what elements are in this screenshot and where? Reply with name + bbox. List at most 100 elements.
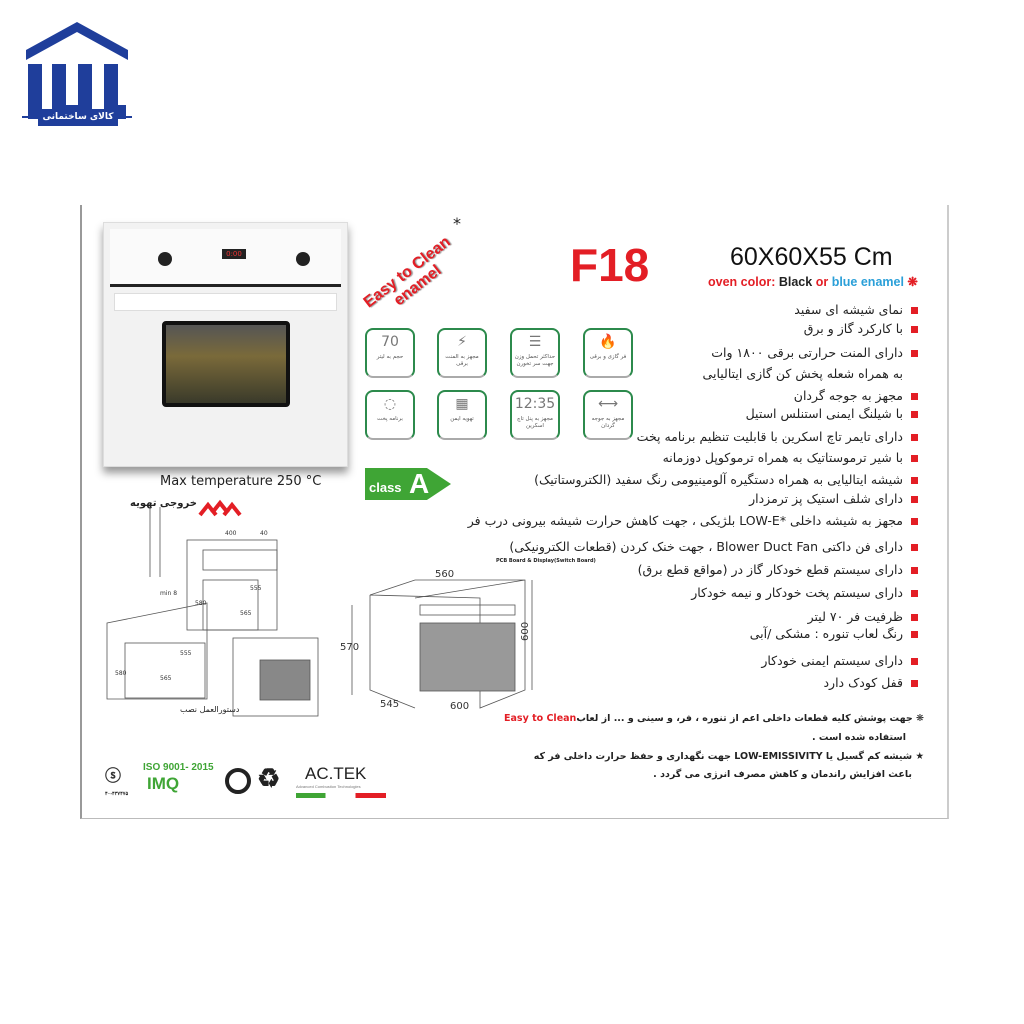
bullet-icon — [911, 496, 918, 503]
feature-bullet: قفل کودک دارد — [823, 675, 918, 691]
feature-bullet: مجهز به شیشه داخلی *LOW-E بلژیکی ، جهت ک… — [468, 513, 918, 529]
dim-label: 565 — [240, 610, 252, 617]
dimension-diagram: 560 570 600 545 600 — [340, 569, 533, 712]
note-low-e: ★ شیشه کم گسیل یا LOW-EMISSIVITY جهت نگه… — [533, 751, 924, 762]
feature-bullet: مجهز به جوجه گردان — [794, 388, 918, 404]
feature-bullet: شیشه ایتالیایی به همراه دستگیره آلومینیو… — [534, 472, 918, 488]
standard-number: ۴۰-۴۳۷۴۷۵ — [105, 791, 129, 797]
feature-label: مجهز به المنت برقی — [445, 354, 479, 367]
feature-label: فر گازی و برقی — [589, 354, 627, 360]
feature-bullet: دارای شلف استیک پز ترمزدار — [749, 491, 918, 507]
dim-label: 400 — [225, 530, 237, 537]
max-temperature: Max temperature 250 °C — [160, 474, 322, 489]
oven-display: 0:00 — [222, 249, 246, 259]
oven-photo: 0:00 — [103, 222, 348, 467]
feature-rotisserie: ⟷ مجهز به جوجه گردان — [583, 390, 633, 440]
feature-bullet: دارای المنت حرارتی برقی ۱۸۰۰ وات — [711, 345, 918, 361]
capacity-icon: 70 — [381, 334, 399, 350]
dim-label: 565 — [160, 675, 172, 682]
touch-panel-icon: 12:35 — [514, 396, 556, 412]
vent-label: خروجی تهویه — [130, 498, 197, 509]
oven-color: oven color: Black or blue enamel ❋ — [708, 275, 918, 289]
bullet-icon — [911, 544, 918, 551]
product-card — [80, 205, 949, 819]
feature-bullet: نمای شیشه ای سفید — [794, 302, 918, 318]
feature-bullet: دارای فن داکتی Blower Duct Fan ، جهت خنک… — [509, 539, 918, 555]
feature-bullet: به همراه شعله پخش کن گازی ایتالیایی — [702, 366, 903, 381]
dim-label: 545 — [380, 699, 399, 710]
gas-electric-icon: 🔥 — [599, 334, 617, 350]
feature-label: برنامه پخت — [377, 416, 403, 422]
feature-bullet: با کارکرد گاز و برق — [804, 321, 918, 337]
feature-capacity: 70 حجم به لیتر — [365, 328, 415, 378]
dim-label: 580 — [195, 600, 207, 607]
feature-cook-program: ◌ برنامه پخت — [365, 390, 415, 440]
feature-label: حداکثر تحمل وزن جهت سر تخورن — [514, 354, 556, 367]
brand-name: AC.TEK — [305, 764, 367, 783]
bullet-icon — [911, 614, 918, 621]
install-instructions-label: دستورالعمل نصب — [180, 705, 240, 714]
bullet-icon — [911, 434, 918, 441]
note-easy-clean-cont: استفاده شده است . — [812, 732, 906, 743]
dim-label: 560 — [435, 569, 454, 580]
feature-electric-element: ⚡ مجهز به المنت برقی — [437, 328, 487, 378]
electric-element-icon: ⚡ — [457, 334, 467, 350]
bullet-icon — [911, 590, 918, 597]
bullet-icon — [911, 350, 918, 357]
note-low-e-cont: باعث افزایش راندمان و کاهش مصرف انرژی می… — [653, 769, 912, 780]
feature-bullet: دارای سیستم پخت خودکار و نیمه خودکار — [691, 585, 918, 601]
bullet-icon — [911, 411, 918, 418]
model-number: F18 — [570, 239, 650, 291]
certifications: ⓢ ۴۰-۴۳۷۴۷۵ ISO 9001- 2015 IMQ ♻ AC.TEK … — [105, 762, 395, 802]
feature-safe-ventilation: ▦ تهویه ایمن — [437, 390, 487, 440]
dim-label: 580 — [115, 670, 127, 677]
installation-diagram: 400 40 555 580 565 min 8 555 580 565 — [106, 499, 319, 717]
note-easy-clean: ❋ جهت پوشش کلیه قطعات داخلی اعم از تنوره… — [504, 713, 924, 724]
rotisserie-icon: ⟷ — [597, 396, 619, 412]
dim-label: 555 — [250, 585, 262, 592]
feature-gas-electric: 🔥 فر گازی و برقی — [583, 328, 633, 378]
standard-mark-icon: ⓢ — [105, 768, 122, 785]
bullet-icon — [911, 455, 918, 462]
feature-bullet: دارای سیستم ایمنی خودکار — [761, 653, 918, 669]
feature-label: مجهز به جوجه گردان — [591, 416, 625, 429]
recycle-icon: ♻ — [257, 763, 281, 793]
bullet-icon — [911, 680, 918, 687]
iso-label: ISO 9001- 2015 — [143, 762, 214, 773]
feature-touch-panel: 12:35 مجهز به پنل تاچ اسکرین — [510, 390, 560, 440]
italy-flag-bar — [296, 793, 386, 798]
feature-weight: ☰ حداکثر تحمل وزن جهت سر تخورن — [510, 328, 560, 378]
feature-bullet: دارای تایمر تاچ اسکرین با قابلیت تنظیم ب… — [637, 429, 918, 445]
bullet-icon — [911, 631, 918, 638]
bullet-icon — [911, 658, 918, 665]
cook-program-icon: ◌ — [383, 396, 397, 412]
dim-label: min 8 — [160, 590, 177, 597]
logo-text: کالای ساختمانی — [38, 109, 118, 126]
bullet-icon — [911, 326, 918, 333]
imq-label: IMQ — [147, 774, 180, 793]
dim-label: 40 — [260, 530, 268, 537]
pcb-note: PCB Board & Display(Switch Board) — [496, 558, 596, 564]
brand-tagline: Advanced Combustion Technologies — [296, 784, 361, 789]
bullet-icon — [911, 477, 918, 484]
dimensions: 60X60X55 Cm — [730, 243, 893, 271]
feature-label: تهویه ایمن — [450, 416, 474, 422]
bullet-icon — [911, 393, 918, 400]
dim-label: 600 — [520, 622, 531, 641]
safe-ventilation-icon: ▦ — [455, 396, 469, 412]
asterisk-mark: * — [453, 214, 461, 233]
cert-seal-icon — [225, 768, 251, 794]
bullet-icon — [911, 567, 918, 574]
dim-label: 555 — [180, 650, 192, 657]
feature-bullet: ظرفیت فر ۷۰ لیتر — [808, 609, 918, 625]
bullet-icon — [911, 307, 918, 314]
feature-label: مجهز به پنل تاچ اسکرین — [517, 416, 553, 429]
dim-label: 570 — [340, 642, 359, 653]
weight-icon: ☰ — [528, 334, 542, 350]
feature-label: حجم به لیتر — [376, 354, 404, 360]
feature-bullet: با شیلنگ ایمنی استنلس استیل — [746, 406, 918, 422]
feature-bullet: با شیر ترموستاتیک به همراه ترموکوپل دوزم… — [663, 450, 918, 466]
feature-bullet: رنگ لعاب تنوره : مشکی /آبی — [750, 626, 918, 642]
feature-bullet: دارای سیستم قطع خودکار گاز در (مواقع قطع… — [638, 562, 918, 578]
